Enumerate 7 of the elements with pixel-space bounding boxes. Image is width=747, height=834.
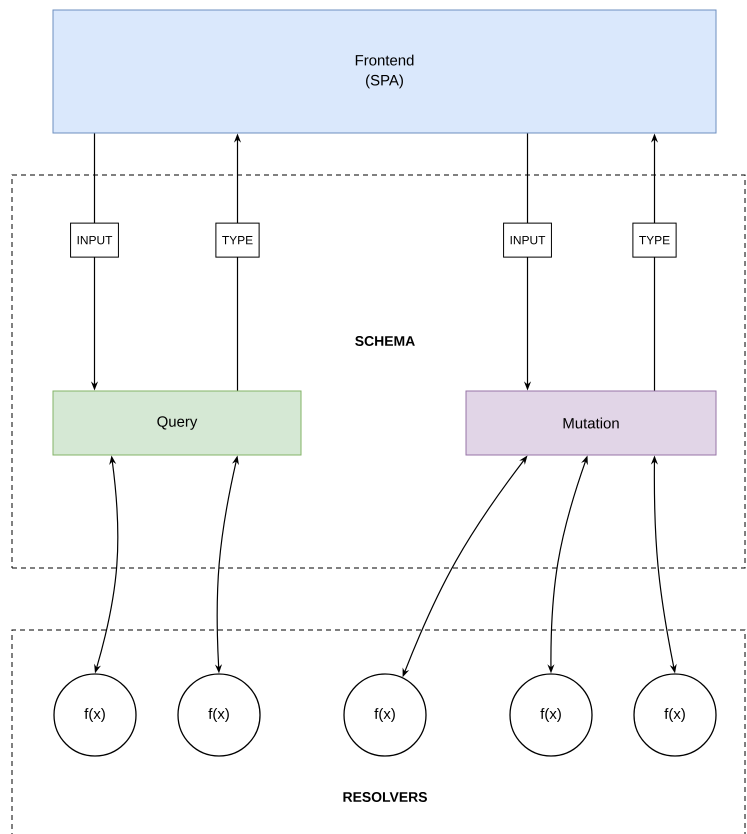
schema-box: Query (52, 390, 302, 456)
edge-label: INPUT (503, 222, 552, 258)
edge-label: INPUT (70, 222, 119, 258)
schema-box: Mutation (466, 390, 716, 456)
edge-label: TYPE (215, 222, 260, 258)
edge-label: TYPE (632, 222, 677, 258)
frontend-box: Frontend (SPA) (52, 10, 716, 134)
